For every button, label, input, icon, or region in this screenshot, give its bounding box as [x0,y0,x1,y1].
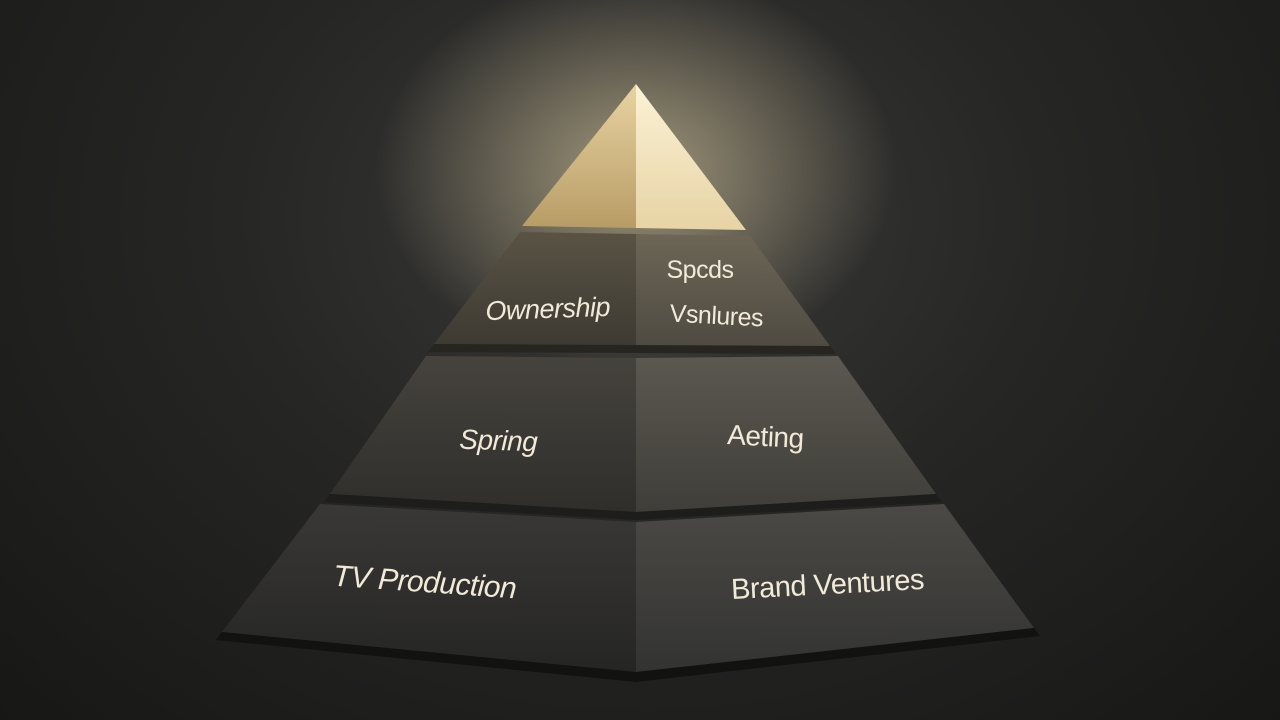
pyramid-apex [522,84,746,230]
tier-1-right-label-line2: Vsnlures [669,300,764,333]
tier-1-right-face [636,234,830,346]
tier-3-right-face [636,504,1034,672]
tier-3-left-face [222,504,636,672]
apex-right-face [636,84,746,230]
tier-3-base-shadow [216,628,1040,682]
pyramid-tier-3: TV Production Brand Ventures [216,504,1040,682]
tier-1-ledge [428,344,836,354]
tier-2-left-face [330,356,636,512]
pyramid-tier-2: Spring Aeting [324,356,942,520]
tier-2-ledge [324,494,942,520]
tier-1-right-label-line1: Spcds [667,256,734,284]
tier-1-left-face [434,232,636,346]
apex-left-face [522,84,636,228]
tier-1-left-label: Ownership [485,292,611,326]
pyramid-tier-1: Ownership Spcds Vsnlures [428,232,836,354]
tier-2-right-face [636,356,936,512]
tier-2-left-label: Spring [459,424,539,458]
tier-2-right-label: Aeting [727,419,805,454]
